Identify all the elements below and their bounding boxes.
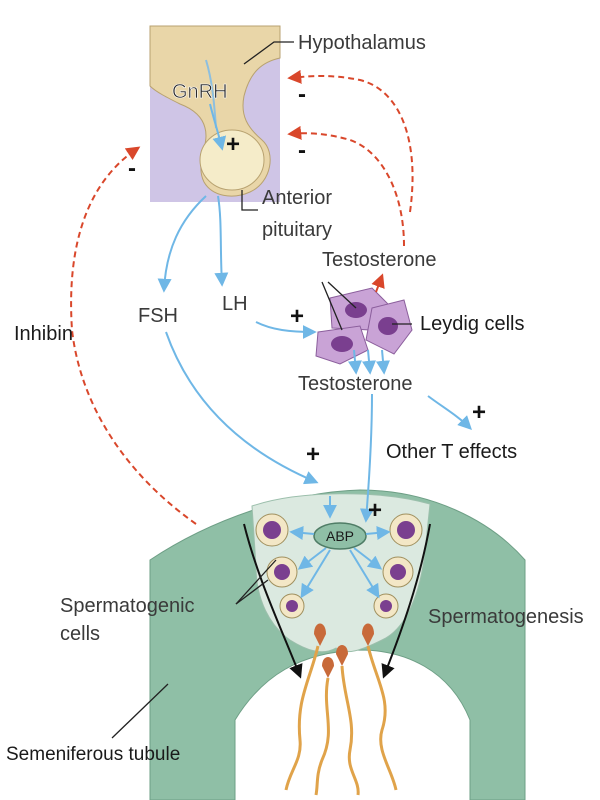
stimulation-arrows: [157, 103, 472, 599]
minus-sign-pituitary: -: [298, 137, 306, 164]
testosterone-hypothalamus-feedback: [287, 69, 414, 213]
leydig-leader: [321, 281, 343, 331]
cell-nucleus: [274, 564, 290, 580]
sperm-head: [362, 623, 374, 646]
fsh-release-arrow: [157, 195, 207, 293]
gnrh-arrow: [209, 103, 227, 151]
abp-arrow: [300, 549, 331, 599]
plus-sign-testosterone: +: [368, 497, 382, 524]
leydig-testosterone-arrow: [362, 349, 376, 375]
leydig-testosterone-arrow: [348, 349, 362, 375]
cell-nucleus: [286, 600, 298, 612]
spermatogenesis-arrow-right: [381, 523, 431, 679]
abp-oval: [313, 522, 367, 550]
cell-nucleus: [397, 521, 415, 539]
leydig-cells-label: Leydig cells: [420, 313, 525, 335]
minus-sign-hypothalamus: -: [298, 81, 306, 108]
spermatogenesis-label: Spermatogenesis: [428, 606, 584, 628]
hypothalamus-leader: [243, 41, 294, 65]
testosterone-top-label: Testosterone: [322, 249, 437, 271]
abp-arrow: [297, 547, 327, 570]
hypothalamus-pituitary: [149, 25, 281, 202]
sperm-head: [314, 623, 326, 646]
leydig-nucleus: [378, 317, 398, 335]
leader-lines: [111, 41, 412, 739]
inhibin-label: Inhibin: [14, 323, 73, 345]
abp-label: ABP: [326, 528, 354, 544]
fsh-label: FSH: [138, 305, 178, 327]
spermatogenesis-arrow-left: [243, 523, 303, 679]
abp-arrow: [353, 547, 383, 570]
leydig-nucleus: [331, 336, 353, 352]
spermatogenesis-arrows: [243, 523, 431, 679]
sperm-head: [336, 645, 348, 666]
abp-arrow: [289, 526, 315, 540]
cell-nucleus: [390, 564, 406, 580]
spermatogenic-cells-label-2: cells: [60, 623, 100, 645]
cell-nucleus: [380, 600, 392, 612]
sperm-head: [322, 657, 334, 678]
plus-sign-lh: +: [290, 303, 304, 330]
lh-release-arrow: [214, 195, 229, 287]
leydig-nucleus: [345, 302, 367, 318]
anterior-pituitary-label-1: Anterior: [262, 187, 332, 209]
pituitary-leader: [241, 190, 258, 211]
leydig-leader: [327, 281, 357, 309]
testosterone-mid-label: Testosterone: [298, 373, 413, 395]
hypothalamus-label: Hypothalamus: [298, 32, 426, 54]
plus-sign-pituitary: +: [226, 131, 240, 158]
inhibition-arrows: [70, 69, 414, 525]
sperm-tail: [340, 665, 360, 796]
tubule-leader: [111, 683, 169, 739]
lh-label: LH: [222, 293, 248, 315]
lh-to-leydig-arrow: [255, 321, 317, 339]
abp-arrow: [349, 549, 380, 599]
fsh-to-tubule-arrow: [165, 331, 319, 485]
abp-arrow: [365, 526, 391, 540]
testosterone-to-tubule-arrow: [359, 393, 374, 523]
spermatogenic-cells: [255, 513, 423, 796]
sperm-tail: [366, 645, 398, 791]
testosterone-other-effects-arrow: [427, 395, 472, 430]
tubule-label: Semeniferous tubule: [6, 744, 180, 765]
plus-sign-other-effects: +: [472, 399, 486, 426]
sperm-tail: [314, 677, 330, 796]
spermatogenic-leader: [235, 559, 277, 605]
leydig-cells: [315, 287, 413, 365]
gnrh-label: GnRH: [172, 81, 228, 103]
cell-nucleus: [263, 521, 281, 539]
minus-sign-inhibin: -: [128, 155, 136, 182]
other-t-effects-label: Other T effects: [386, 441, 517, 463]
spermatogenic-cells-label-1: Spermatogenic: [60, 595, 195, 617]
sperm-tail: [284, 645, 320, 791]
leydig-testosterone-out-arrow: [371, 273, 385, 293]
leydig-testosterone-arrow: [376, 349, 390, 375]
testosterone-pituitary-feedback: [287, 125, 405, 247]
spermatogenic-leader: [235, 579, 269, 605]
inhibin-feedback-arrow: [70, 146, 197, 525]
anterior-pituitary-label-2: pituitary: [262, 219, 332, 241]
plus-sign-fsh: +: [306, 441, 320, 468]
